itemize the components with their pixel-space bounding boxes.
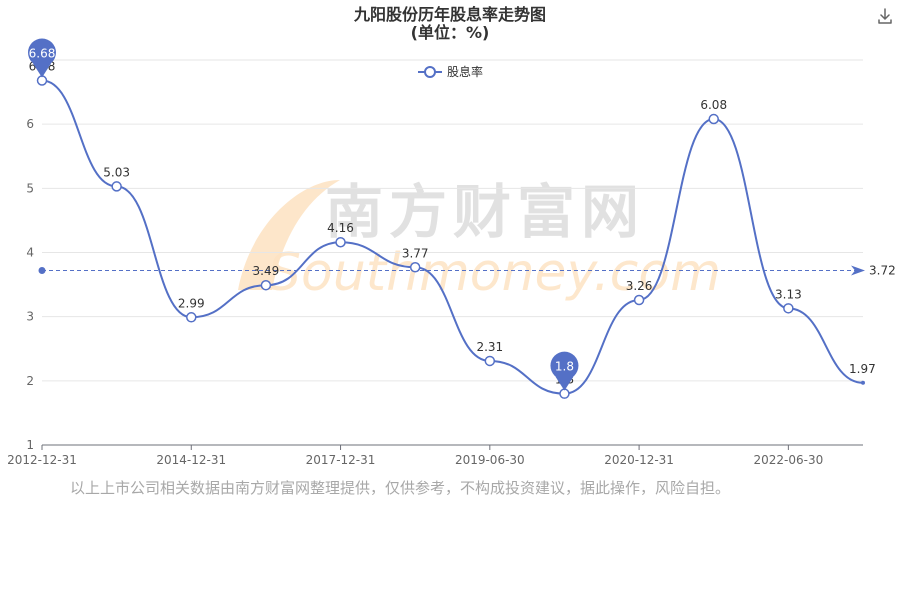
average-line-label: 3.72 <box>869 263 896 277</box>
download-icon[interactable] <box>878 8 892 24</box>
max-marker-bubble <box>28 38 56 67</box>
data-point <box>633 294 645 306</box>
legend-label: 股息率 <box>447 64 483 79</box>
series: 3.72 <box>36 75 896 399</box>
legend-marker-swatch <box>424 66 436 78</box>
data-label: 3.49 <box>253 264 280 278</box>
disclaimer-text: 以上上市公司相关数据由南方财富网整理提供，仅供参考，不构成投资建议，据此操作，风… <box>70 479 730 497</box>
data-label: 3.26 <box>626 279 653 293</box>
max-marker-label: 6.68 <box>29 47 56 61</box>
data-label: 1.97 <box>849 362 876 376</box>
x-tick-label: 2019-06-30 <box>455 453 525 467</box>
data-point <box>861 380 865 385</box>
extreme-markers: 6.68 1.8 <box>28 38 579 391</box>
y-tick-label: 2 <box>26 374 34 388</box>
x-tick-label: 2020-12-31 <box>604 453 674 467</box>
min-marker-tail <box>555 376 574 391</box>
x-tick-label: 2017-12-31 <box>306 453 376 467</box>
data-label: 2.31 <box>476 340 503 354</box>
x-tick-label: 2022-06-30 <box>753 453 823 467</box>
data-label: 4.16 <box>327 221 354 235</box>
min-marker-label: 1.8 <box>555 360 574 374</box>
data-point <box>484 355 496 367</box>
data-point <box>111 181 122 192</box>
y-tick-label: 6 <box>26 117 34 131</box>
data-point <box>783 303 794 314</box>
series-line-dividend-yield <box>41 79 864 395</box>
data-point <box>335 236 346 248</box>
x-tick-label: 2014-12-31 <box>156 453 226 467</box>
data-point <box>260 279 272 291</box>
y-tick-label: 5 <box>26 181 34 195</box>
grid <box>42 59 863 382</box>
data-label: 2.99 <box>178 296 205 310</box>
legend[interactable]: 股息率 <box>418 64 483 79</box>
axes: 1 2 3 4 5 6 2012-12-31 2014-12-31 2017-12-31 2019… <box>7 117 863 467</box>
watermark-brand-text: 南方财富网 <box>325 178 645 246</box>
chart-title: 九阳股份历年股息率走势图 <box>353 5 546 24</box>
max-marker-tail <box>33 63 51 78</box>
data-point <box>186 312 197 323</box>
data-label: 5.03 <box>103 165 130 179</box>
average-line-arrow <box>851 265 865 276</box>
x-tick-label: 2012-12-31 <box>7 453 77 467</box>
data-label: 6.08 <box>700 98 727 112</box>
y-tick-label: 4 <box>26 246 34 260</box>
y-tick-label: 3 <box>26 310 34 324</box>
chart-subtitle: (单位：%) <box>411 23 490 42</box>
watermark-swoosh <box>238 180 340 290</box>
data-point <box>708 113 719 125</box>
watermark: 南方财富网 Southmoney.com <box>238 178 721 303</box>
y-tick-label: 1 <box>26 438 34 452</box>
data-point <box>409 262 421 273</box>
average-line-start-marker <box>38 266 46 274</box>
data-label: 3.13 <box>775 287 802 301</box>
data-label: 3.77 <box>402 246 429 260</box>
min-marker-bubble <box>550 351 579 380</box>
